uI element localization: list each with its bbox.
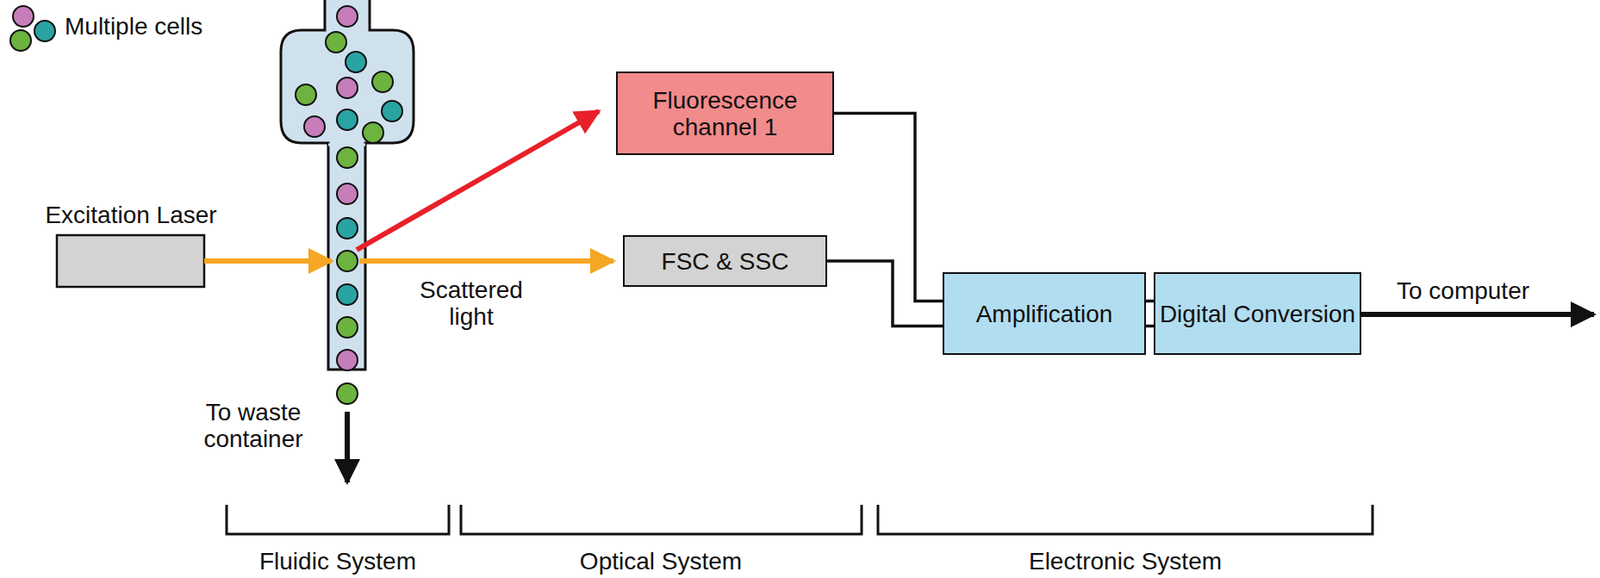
cell (362, 122, 384, 144)
cell (12, 6, 34, 27)
cell (336, 284, 358, 306)
signal-wire (827, 261, 943, 326)
legend-label: Multiple cells (64, 12, 289, 40)
cells (10, 6, 403, 405)
laser-box (56, 235, 205, 287)
box-text: FSC & SSC (661, 248, 790, 275)
detector-box: Fluorescence channel 1 (616, 71, 835, 156)
box-text: Digital Conversion (1159, 300, 1356, 328)
section-bracket (226, 504, 449, 535)
cell (325, 31, 347, 53)
cell (336, 77, 358, 99)
cell (336, 6, 358, 27)
flow-cell-joint (328, 143, 366, 147)
cell (336, 217, 358, 239)
signal-wire (834, 113, 943, 302)
cell (34, 20, 56, 42)
waste-arrow (344, 411, 350, 483)
section-bracket (460, 504, 862, 535)
process-box: Digital Conversion (1153, 272, 1362, 355)
cell (381, 100, 403, 122)
cell (295, 84, 317, 106)
component-label: Excitation Laser (18, 201, 243, 229)
cell (336, 109, 358, 131)
cell (336, 349, 358, 371)
section-label: Electronic System (987, 547, 1264, 575)
laser-beam (204, 258, 332, 264)
cell (336, 383, 358, 405)
output-label: To computer (1359, 277, 1567, 305)
fluorescence-arrow (356, 111, 599, 250)
cell (336, 317, 358, 338)
light-label: Scattered light (402, 276, 541, 330)
cell (304, 116, 325, 137)
process-box: Amplification (942, 272, 1146, 355)
flow-cell (280, 0, 414, 370)
box-text: Fluorescence channel 1 (617, 87, 833, 141)
scattered-light-arrow (359, 258, 614, 264)
cell (10, 30, 32, 51)
cell (336, 183, 358, 205)
cell (345, 51, 367, 73)
box-text: Amplification (976, 300, 1114, 328)
cell (372, 71, 393, 93)
signal-wire (1145, 301, 1154, 327)
section-label: Fluidic System (208, 547, 467, 575)
cell (336, 147, 358, 169)
waste-label: To waste container (188, 398, 318, 453)
cell (336, 250, 358, 272)
output-arrow (1354, 311, 1594, 318)
detector-box: FSC & SSC (622, 235, 828, 287)
section-label: Optical System (531, 547, 791, 575)
section-bracket (877, 504, 1373, 535)
